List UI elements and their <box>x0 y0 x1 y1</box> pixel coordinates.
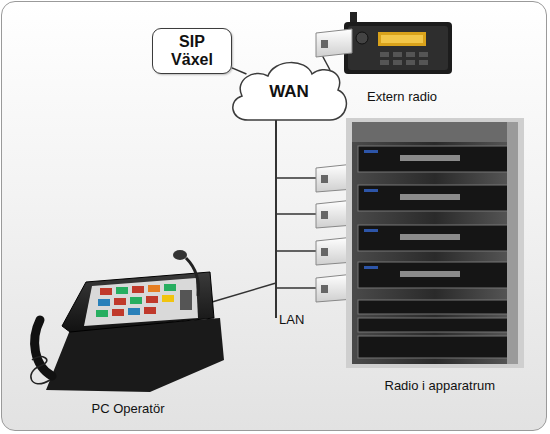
radio-illustration <box>316 12 452 74</box>
node-text: WAN <box>269 82 309 102</box>
device-label: Radio i apparatrum <box>385 378 496 394</box>
connector <box>232 68 246 74</box>
wire <box>322 55 330 70</box>
switch-box: SIP Växel <box>152 28 232 74</box>
device-label: PC Operatör <box>92 401 165 417</box>
network-cloud: WAN <box>226 56 352 128</box>
device-label: Extern radio <box>367 89 437 105</box>
lan-branches <box>212 178 318 302</box>
node-text: SIP Växel <box>167 33 217 69</box>
screen-buttons <box>96 284 192 317</box>
rack-photo <box>346 118 524 368</box>
console-illustration <box>31 250 224 392</box>
bus-label: LAN <box>279 312 304 328</box>
